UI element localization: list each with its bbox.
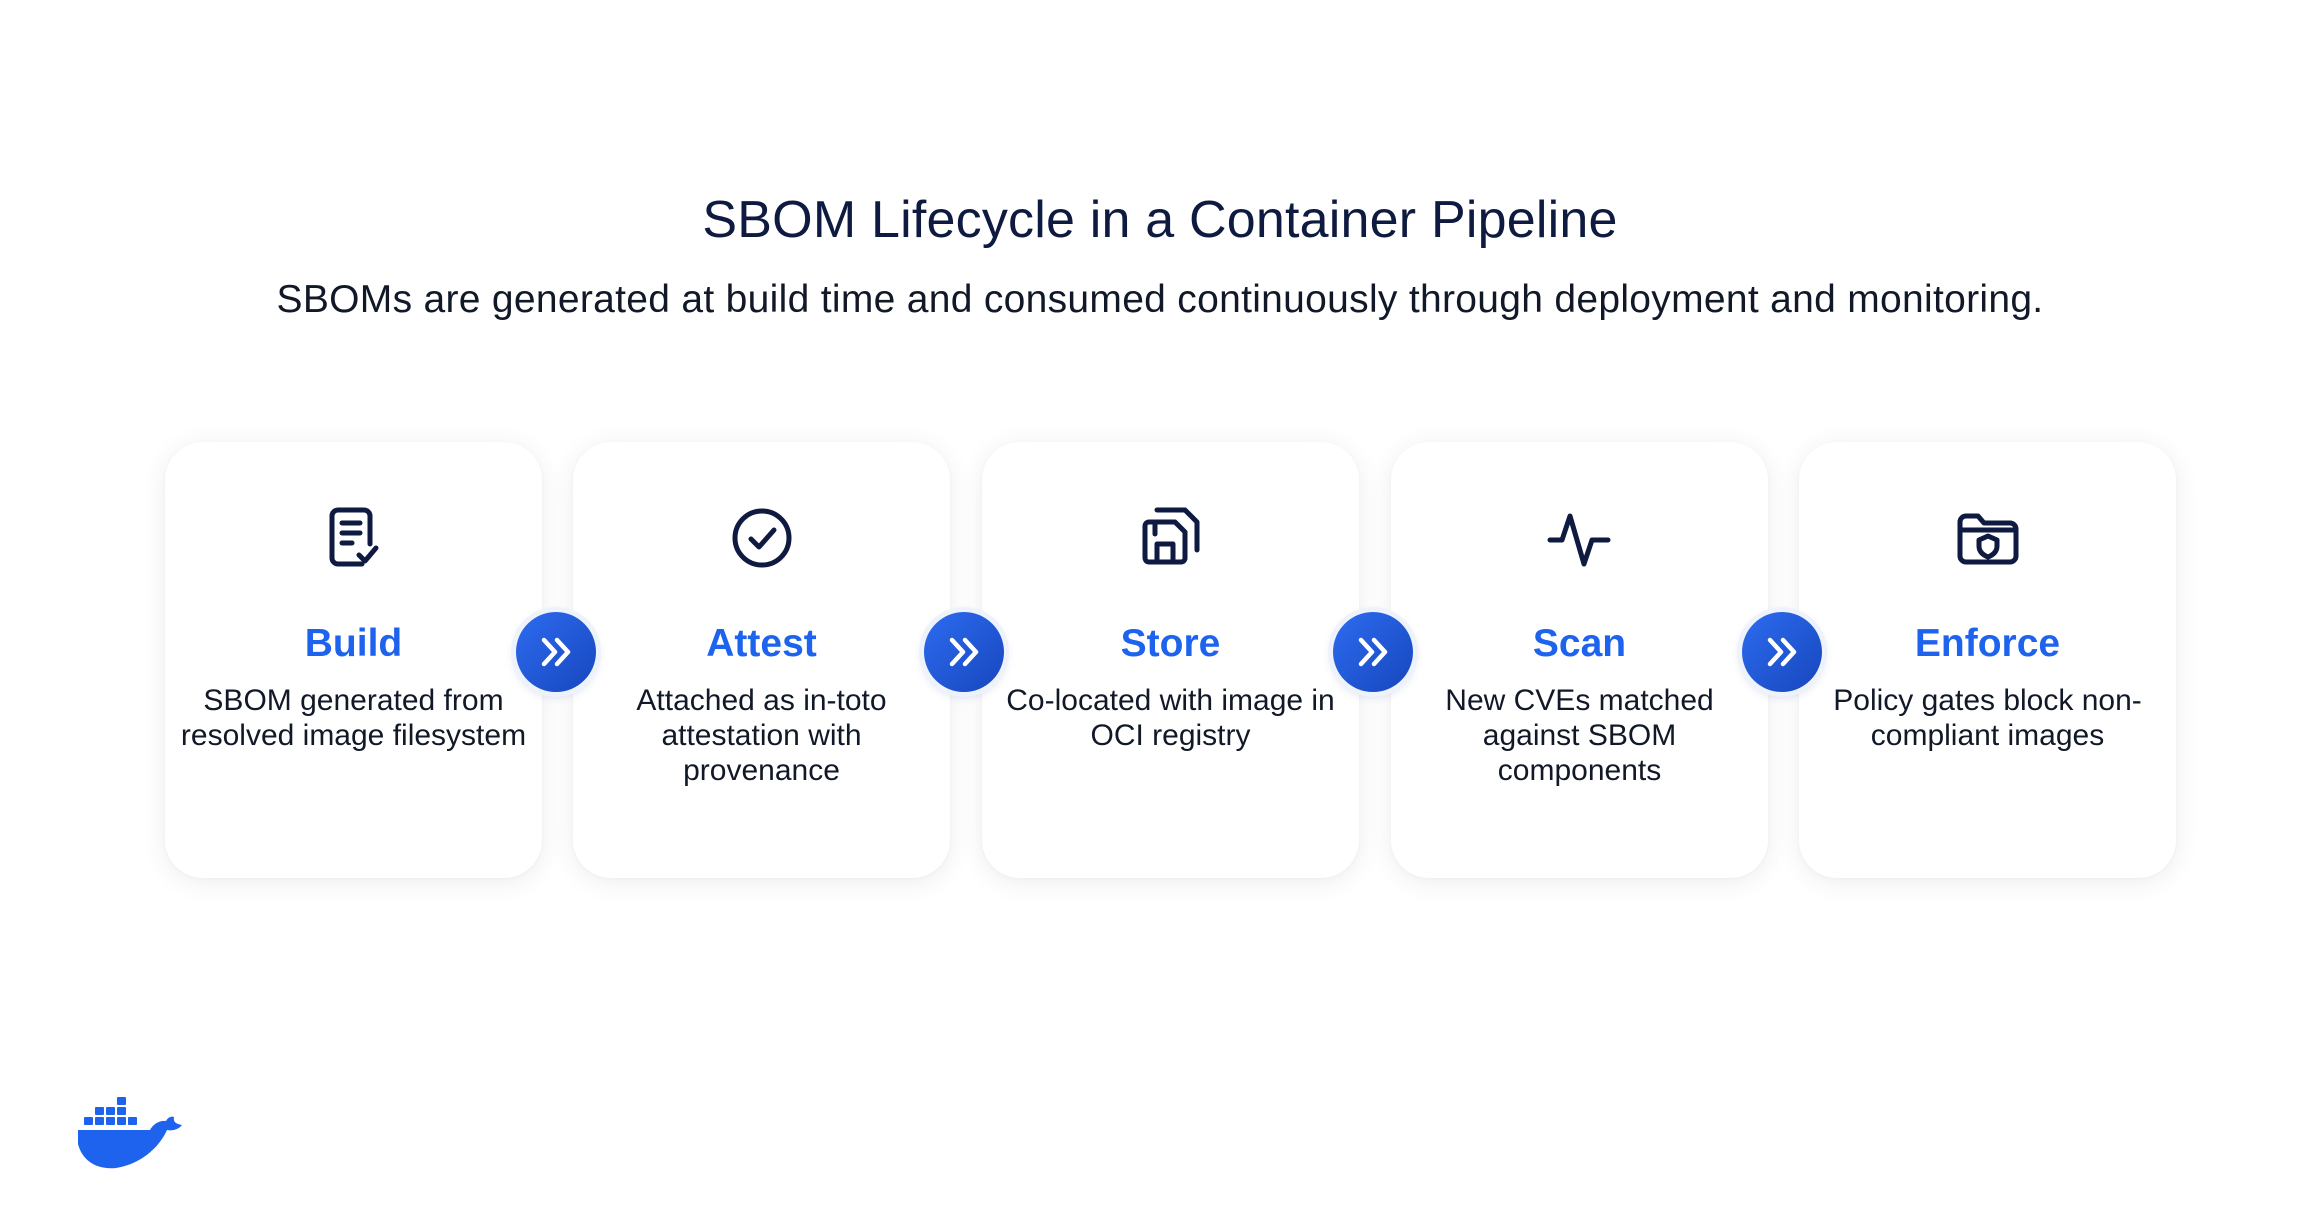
pulse-icon [1544,502,1616,574]
double-chevron-right-icon [541,637,571,667]
step-card-store: Store Co-located with image in OCI regis… [982,442,1359,878]
step-card-attest: Attest Attached as in-toto attestation w… [573,442,950,878]
step-title: Attest [706,622,817,665]
double-chevron-right-icon [949,637,979,667]
flow-connector [1742,612,1822,692]
step-description: Attached as in-toto attestation with pro… [636,684,887,787]
step-card-scan: Scan New CVEs matched against SBOM compo… [1391,442,1768,878]
step-card-build: Build SBOM generated from resolved image… [165,442,542,878]
step-title: Build [304,622,403,665]
step-card-enforce: Enforce Policy gates block non-compliant… [1799,442,2176,878]
double-chevron-right-icon [1358,637,1388,667]
step-title: Store [1120,622,1221,665]
stacked-save-icon [1135,502,1207,574]
step-title: Scan [1532,622,1627,665]
flow-connector [924,612,1004,692]
docker-whale-logo [76,1084,184,1170]
folder-shield-icon [1952,502,2024,574]
step-description: New CVEs matched against SBOM components [1445,684,1714,787]
flow-connector [1333,612,1413,692]
check-circle-icon [726,502,798,574]
step-title: Enforce [1914,622,2061,665]
page-subtitle: SBOMs are generated at build time and co… [276,278,2044,321]
step-description: SBOM generated from resolved image files… [180,684,527,752]
page-title: SBOM Lifecycle in a Container Pipeline [702,191,1618,249]
step-description: Policy gates block non-compliant images [1833,684,2142,752]
step-description: Co-located with image in OCI registry [1006,684,1335,752]
document-check-icon [318,502,390,574]
double-chevron-right-icon [1767,637,1797,667]
flow-connector [516,612,596,692]
